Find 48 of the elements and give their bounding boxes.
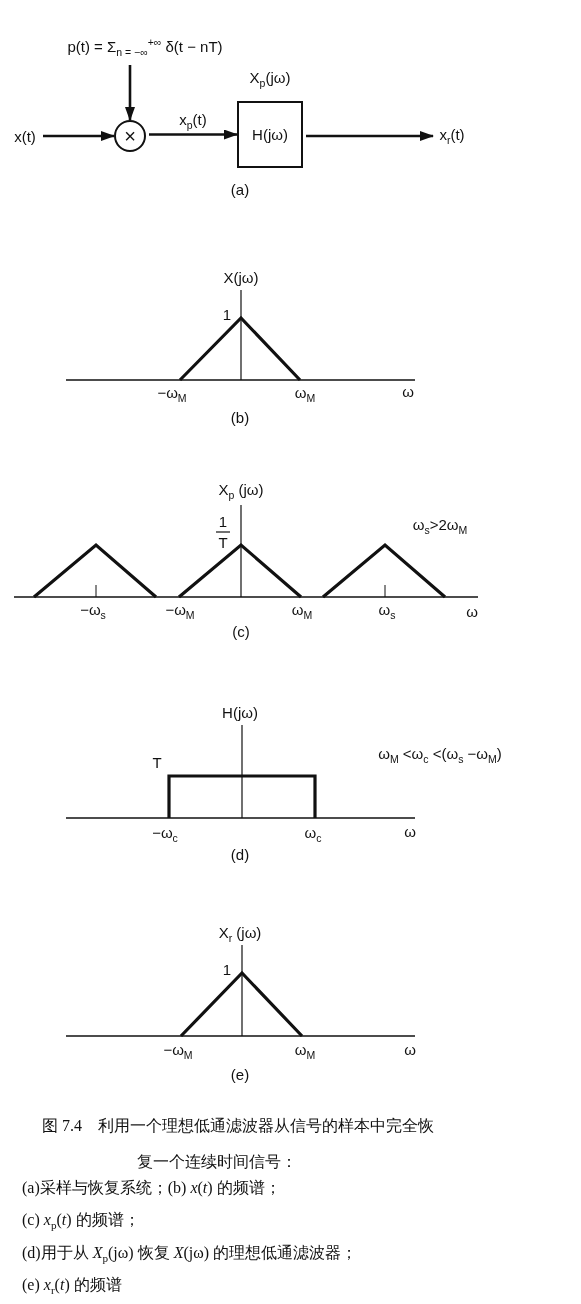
signal-label: x(t) [10,126,40,146]
filter-label: H(jω) [252,126,288,143]
axis-label: ω [402,383,414,401]
caption-line: (c) x$_{p}$(t) 的频谱； [22,1210,140,1233]
panel-label: (d) [230,846,250,864]
caption-line: (d)用于从 X$_{p}$(jω) 恢复 X(jω) 的理想低通滤波器； [22,1243,358,1266]
axis-label: X$_{r}$ (jω) [218,925,262,945]
axis-label: X(jω) [223,269,259,287]
axis-label: −ω$_{M}$ [157,385,187,405]
axis-label: 1 [222,961,232,979]
arrow [43,131,115,141]
panel-label: (e) [230,1066,250,1084]
axis-label: ω$_{M}$ <ω$_{c}$ <(ω$_{s}$ −ω$_{M}$) [378,746,502,766]
signal-label: x$_{r}$(t) [433,125,471,147]
panel-label: (a) [230,181,250,199]
axis-label: −ω$_{M}$ [165,602,195,622]
axis-label: −ω$_{M}$ [163,1042,193,1062]
axis-label: ω$_{c}$ [304,825,322,845]
figure-caption: 图 7.4 利用一个理想低通滤波器从信号的样本中完全恢复一个连续时间信号： [42,1116,435,1172]
axis-label: T [152,754,162,772]
panel-label: (c) [232,623,250,641]
caption-line: (a)采样与恢复系统；(b) x(t) 的频谱； [22,1178,281,1198]
filter-box [237,101,303,168]
axis-label: ω$_{s}$>2ω$_{M}$ [412,517,468,537]
arrow [306,131,434,141]
axis-label: 1 [218,513,228,531]
caption-line: (e) x$_{r}$(t) 的频谱 [22,1275,122,1298]
edge-label: x$_{p}$(t) [179,111,207,132]
axis-label: −ω$_{c}$ [152,825,178,845]
axis-label: ω [404,823,416,841]
multiplier-circle [114,120,146,152]
axis-label: ω [466,603,478,621]
multiply-sign: × [124,124,136,148]
impulse-train-formula: p(t) = Σ$_{n = −∞}$$^{+∞}$ δ(t − nT) [70,32,220,62]
arrow [149,129,238,140]
axis-label: ω$_{M}$ [294,1042,316,1062]
axis-label: ω [404,1041,416,1059]
axis-label: ω$_{M}$ [291,602,313,622]
axis-label: H(jω) [222,704,258,722]
panel-label: (b) [230,409,250,427]
axis-label: X$_{p}$ (jω) [218,482,264,502]
spectrum-label: X$_{p}$(jω) [248,69,292,89]
arrow [125,65,135,121]
axis-label: ω$_{s}$ [378,602,396,622]
axis-label: T [218,534,228,552]
axis-label: ω$_{M}$ [294,385,316,405]
axis-label: −ω$_{s}$ [80,602,106,622]
axis-label: 1 [222,306,232,324]
